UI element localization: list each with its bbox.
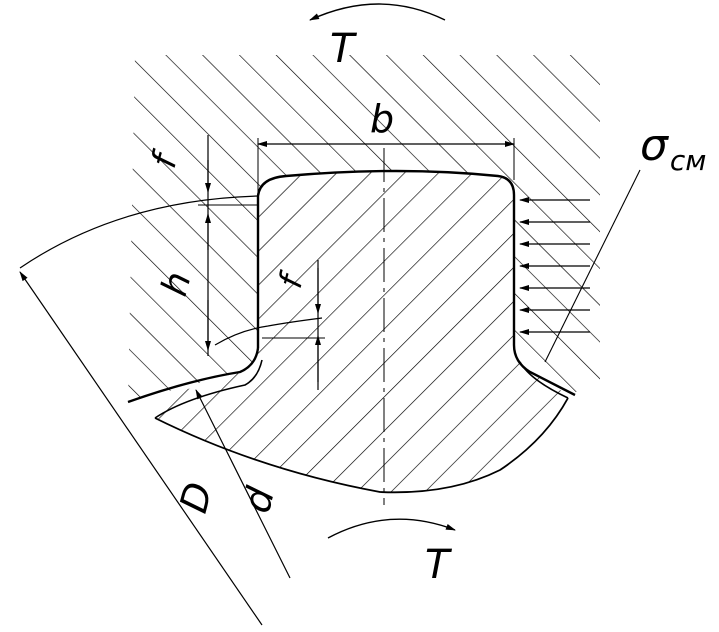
- stress-arrows: [519, 197, 590, 335]
- hub-arc-upper: [19, 195, 259, 269]
- torque-top-arrow: [309, 3, 446, 21]
- stress-subscript: см: [670, 144, 707, 177]
- d-label: d: [234, 482, 283, 518]
- hub-bore-left: [127, 347, 260, 404]
- stress-symbol: σ: [640, 120, 669, 171]
- D-label: D: [171, 478, 221, 518]
- d-dimension-line: [195, 389, 291, 579]
- key-outline: [256, 169, 516, 348]
- torque-bottom-arrow: [327, 518, 456, 539]
- shaft-break-line: [154, 397, 569, 494]
- stress-label: σсм: [640, 120, 706, 177]
- stress-leader: [544, 169, 641, 363]
- hub-arc-lower: [214, 317, 323, 346]
- shaft-surface-right: [519, 361, 569, 399]
- b-label: b: [370, 97, 394, 141]
- torque-bottom-label: T: [425, 542, 453, 588]
- torque-top-label: T: [330, 26, 358, 72]
- D-dimension-line: [19, 271, 263, 626]
- hub-bore-right: [512, 344, 576, 397]
- shaft-surface-left: [154, 359, 263, 419]
